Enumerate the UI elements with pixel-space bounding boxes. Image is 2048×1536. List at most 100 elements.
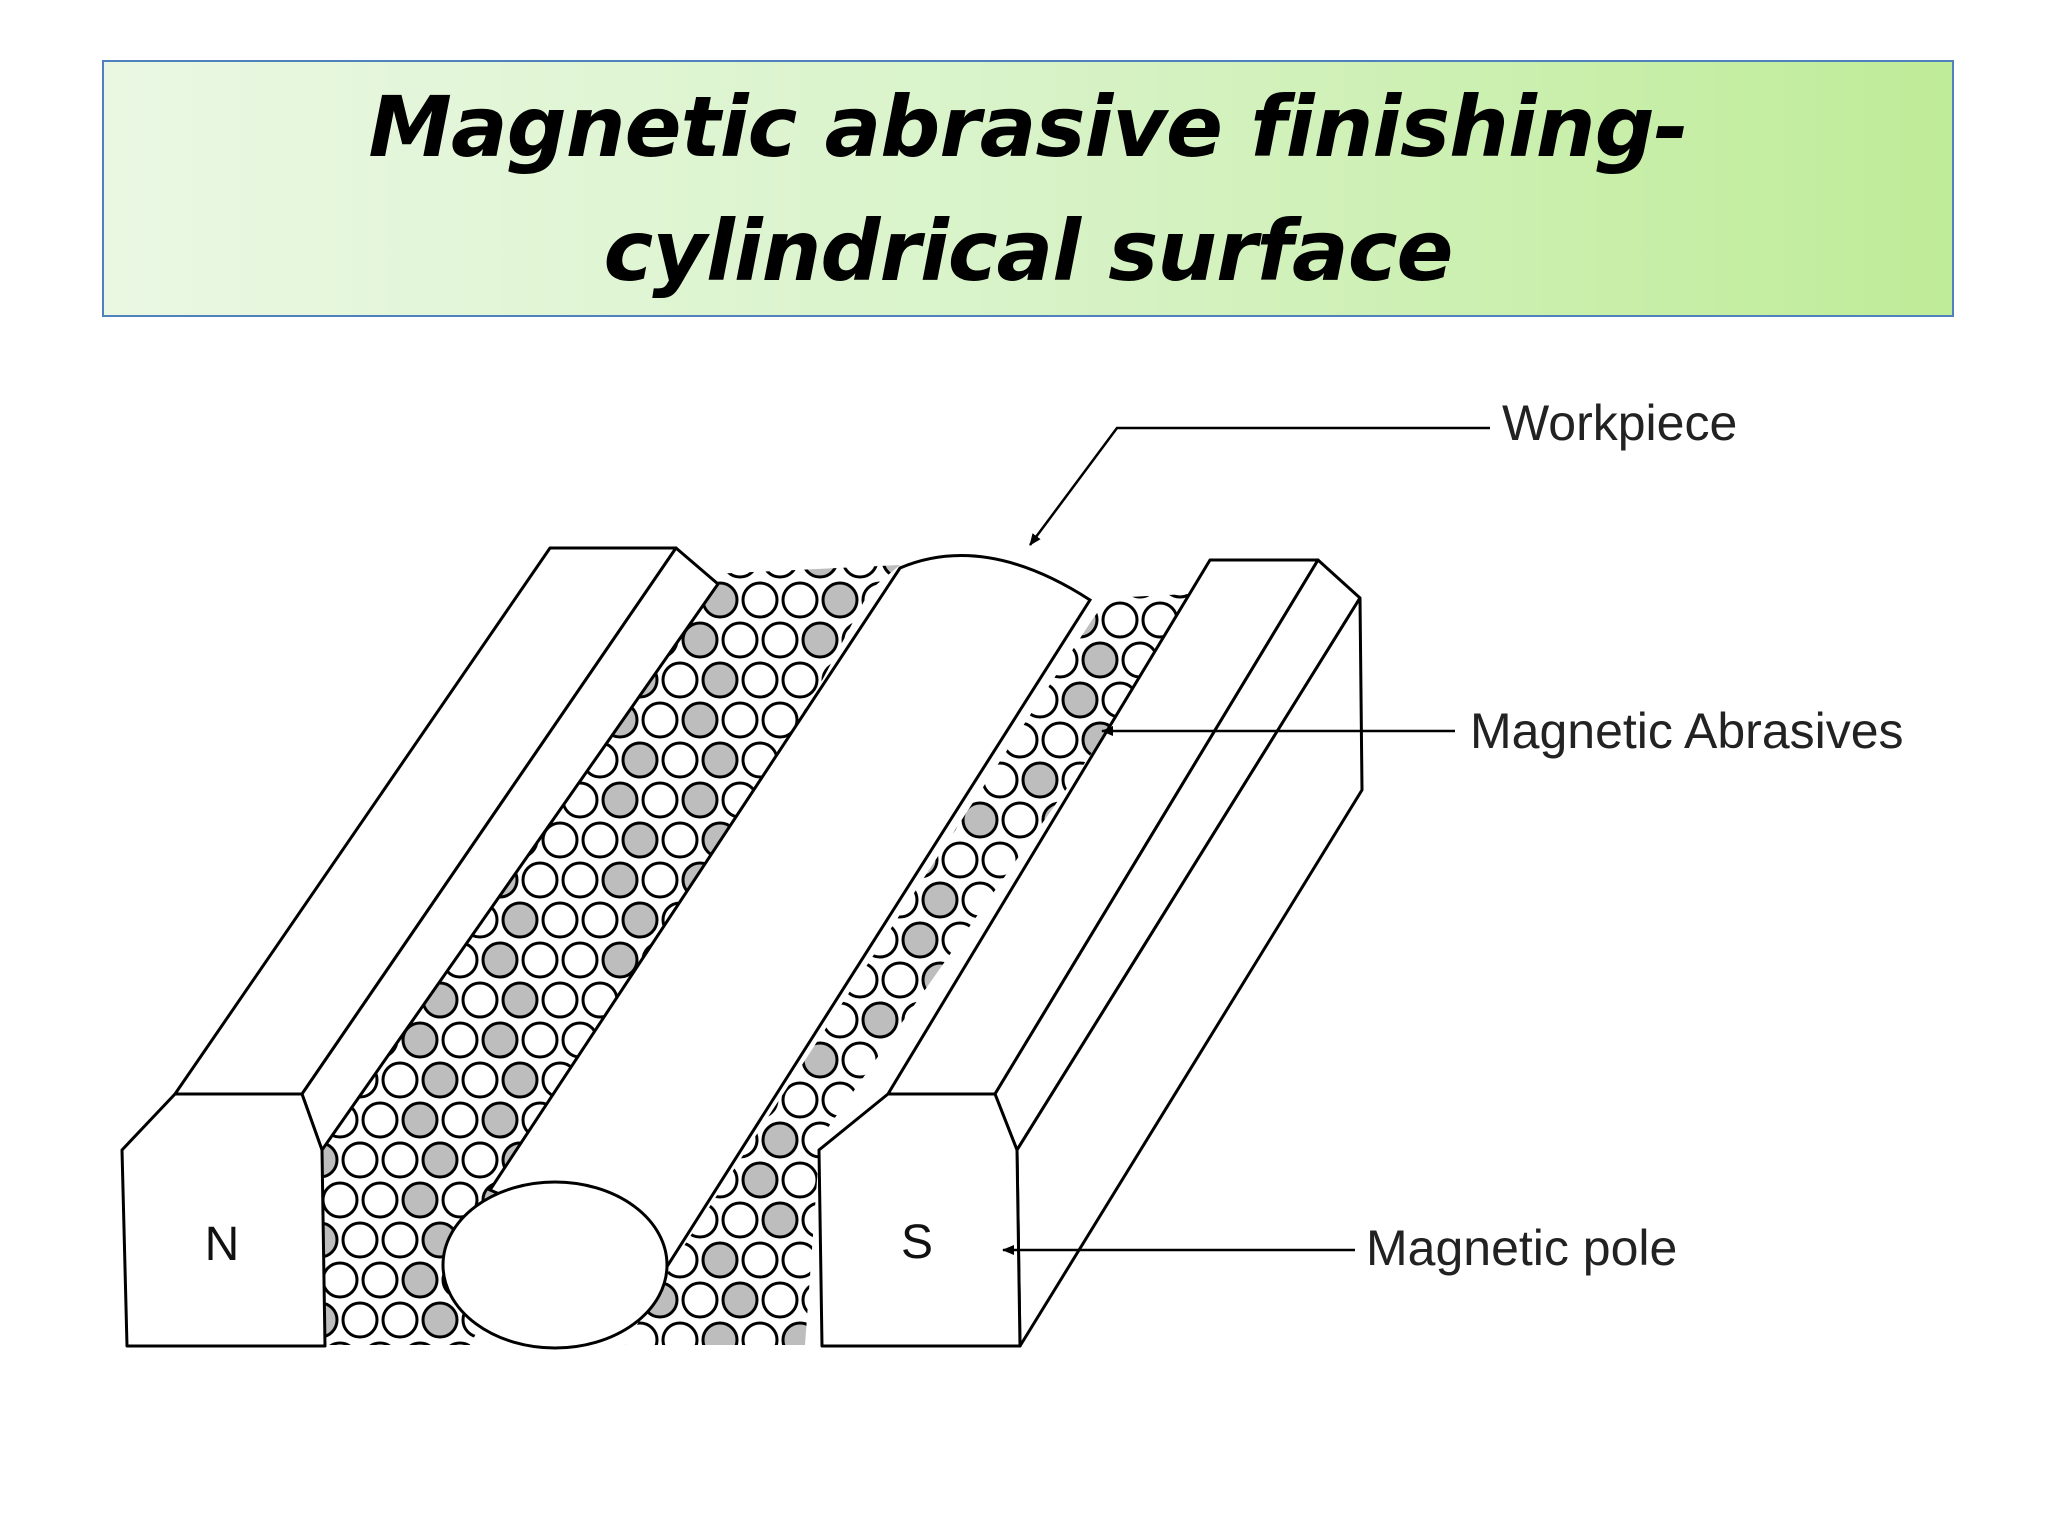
abrasive-particle — [401, 1341, 439, 1345]
abrasive-particle — [941, 841, 979, 879]
abrasive-particle — [361, 621, 399, 659]
abrasive-particle — [641, 861, 679, 899]
abrasive-particle — [315, 861, 319, 899]
abrasive-particle — [681, 621, 719, 659]
abrasive-particle — [661, 821, 699, 859]
abrasive-particle — [721, 701, 759, 739]
abrasive-particle — [481, 1341, 519, 1345]
abrasive-particle — [601, 861, 639, 899]
abrasive-particle — [761, 565, 799, 579]
abrasive-particle — [681, 701, 719, 739]
abrasive-particle — [381, 1141, 419, 1179]
abrasive-particle — [315, 781, 319, 819]
abrasive-particle — [1181, 1081, 1198, 1119]
abrasive-particle — [1081, 594, 1119, 599]
abrasive-particle — [761, 1341, 799, 1345]
abrasive-particle — [1181, 1161, 1198, 1199]
abrasive-particle — [441, 1101, 479, 1139]
abrasive-particle — [315, 581, 339, 619]
abrasive-particle — [461, 581, 499, 619]
abrasive-particle — [781, 1161, 819, 1199]
north-pole-front-face — [120, 1092, 327, 1348]
workpiece-end-face — [441, 1180, 669, 1350]
abrasive-particle — [821, 1081, 859, 1119]
abrasive-particle — [721, 565, 759, 579]
abrasive-particle — [721, 1201, 759, 1239]
abrasive-particle — [1101, 1321, 1139, 1345]
abrasive-particle — [1181, 1241, 1198, 1279]
abrasive-particle — [481, 565, 519, 579]
abrasive-particle — [1161, 1281, 1198, 1319]
abrasive-particle — [521, 941, 559, 979]
abrasive-particle — [315, 741, 339, 779]
abrasive-particle — [341, 661, 379, 699]
abrasive-particle — [361, 701, 399, 739]
abrasive-particle — [961, 801, 999, 839]
abrasive-particle — [841, 565, 879, 579]
abrasive-particle — [641, 1341, 679, 1345]
abrasive-particle — [341, 1141, 379, 1179]
abrasive-particle — [315, 661, 339, 699]
abrasive-particle — [401, 1021, 439, 1059]
abrasive-particle — [481, 1101, 519, 1139]
abrasive-particle — [641, 701, 679, 739]
abrasive-particle — [761, 621, 799, 659]
abrasive-particle — [315, 701, 319, 739]
abrasive-particle — [341, 581, 379, 619]
abrasive-particle — [421, 1141, 459, 1179]
abrasive-particle — [541, 901, 579, 939]
abrasive-particle — [1121, 594, 1159, 599]
abrasive-particle — [541, 821, 579, 859]
abrasive-particle — [361, 1261, 399, 1299]
workpiece-body — [487, 554, 1093, 1267]
abrasive-particle — [321, 701, 359, 739]
abrasive-particle — [501, 1061, 539, 1099]
abrasive-particle — [581, 821, 619, 859]
abrasive-particle — [761, 1121, 799, 1159]
abrasive-particle — [1081, 1281, 1119, 1319]
abrasive-particle — [841, 1341, 879, 1345]
abrasive-particle — [561, 941, 599, 979]
abrasive-particle — [601, 1341, 639, 1345]
abrasive-particle — [801, 565, 839, 579]
abrasive-particle — [721, 1281, 759, 1319]
abrasive-particle — [501, 901, 539, 939]
abrasive-particle — [461, 1061, 499, 1099]
abrasive-particle — [741, 1161, 779, 1199]
north-pole-label: N — [205, 1218, 240, 1271]
abrasive-particle — [401, 1101, 439, 1139]
abrasive-particle — [761, 701, 799, 739]
south-pole-block — [817, 558, 1364, 1348]
abrasive-particle — [661, 741, 699, 779]
abrasive-particle — [741, 581, 779, 619]
abrasive-particle — [461, 1141, 499, 1179]
abrasive-particle — [661, 661, 699, 699]
magnetic-pole-label: Magnetic pole — [1366, 1220, 1677, 1276]
abrasive-particle — [621, 741, 659, 779]
abrasive-particle — [801, 1041, 839, 1079]
abrasive-particle — [1061, 1321, 1099, 1345]
abrasive-particle — [361, 565, 399, 579]
abrasive-particle — [721, 1341, 759, 1345]
abrasive-particle — [701, 741, 739, 779]
abrasive-particle — [441, 1021, 479, 1059]
abrasive-particle — [441, 565, 479, 579]
abrasive-particle — [521, 1021, 559, 1059]
abrasive-particle — [1161, 1121, 1198, 1159]
abrasive-particle — [721, 621, 759, 659]
abrasive-particle — [841, 1041, 879, 1079]
abrasive-particle — [981, 841, 1019, 879]
abrasive-particle — [1001, 801, 1039, 839]
abrasive-particle — [1041, 721, 1079, 759]
abrasive-particle — [781, 661, 819, 699]
abrasive-particle — [1061, 681, 1099, 719]
abrasive-particle — [1081, 641, 1119, 679]
abrasive-particle — [821, 581, 859, 619]
abrasive-particle — [441, 1341, 479, 1345]
abrasive-particle — [781, 581, 819, 619]
abrasive-particle — [501, 981, 539, 1019]
abrasive-particle — [701, 1321, 739, 1345]
north-pole-block — [120, 546, 720, 1348]
abrasive-particle — [801, 621, 839, 659]
